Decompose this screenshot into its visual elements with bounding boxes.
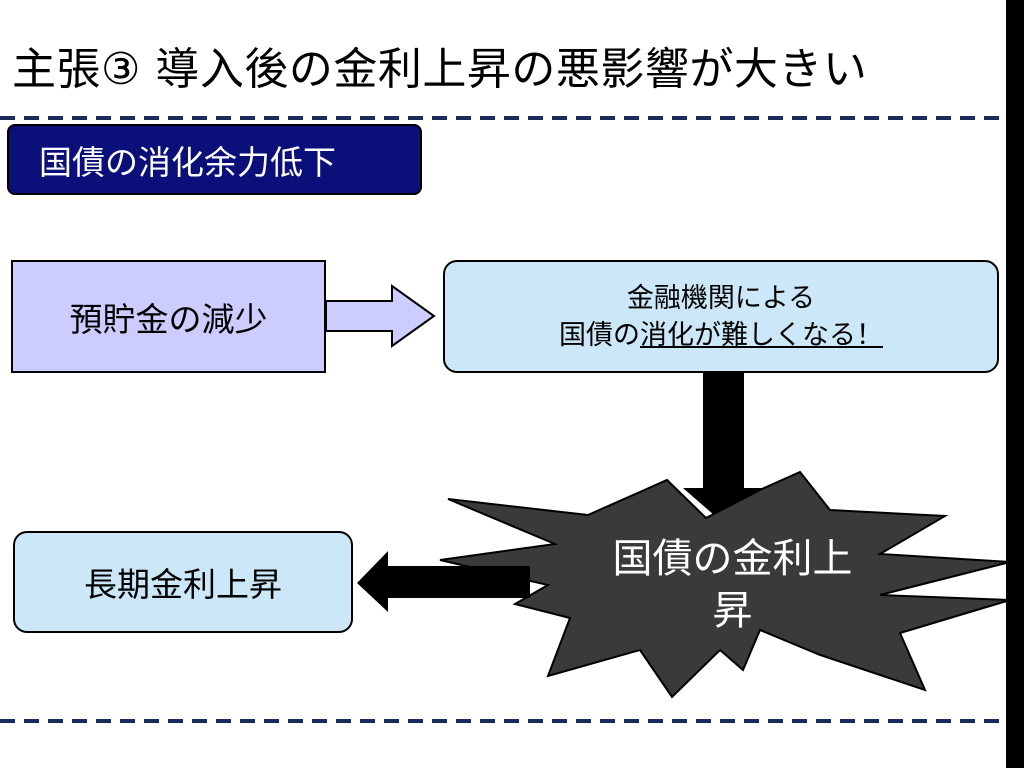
burst-line1: 国債の金利上 <box>612 536 853 582</box>
banks-absorption-box: 金融機関による 国債の消化が難しくなる！ <box>443 260 999 373</box>
long-term-rate-label: 長期金利上昇 <box>84 565 282 604</box>
banks-line1: 金融機関による <box>626 282 816 314</box>
banks-line2-prefix: 国債の <box>559 319 640 351</box>
banks-line2-underlined: 消化が難しくなる！ <box>640 319 883 351</box>
down-arrow <box>683 373 762 522</box>
page-title: 主張③ 導入後の金利上昇の悪影響が大きい <box>12 44 868 95</box>
savings-decrease-label: 預貯金の減少 <box>69 299 268 339</box>
section-heading: 国債の消化余力低下 <box>39 142 336 182</box>
savings-decrease-box: 預貯金の減少 <box>11 260 326 373</box>
banks-line2: 国債の消化が難しくなる！ <box>445 317 997 354</box>
burst-shape <box>439 470 1011 699</box>
section-heading-box: 国債の消化余力低下 <box>7 124 422 195</box>
burst-line2: 昇 <box>712 588 753 634</box>
burst-label: 国債の金利上 昇 <box>590 533 875 637</box>
long-term-rate-box: 長期金利上昇 <box>13 531 353 633</box>
right-arrow <box>325 284 436 348</box>
left-arrow <box>357 551 530 612</box>
right-edge-bar <box>1006 0 1024 768</box>
